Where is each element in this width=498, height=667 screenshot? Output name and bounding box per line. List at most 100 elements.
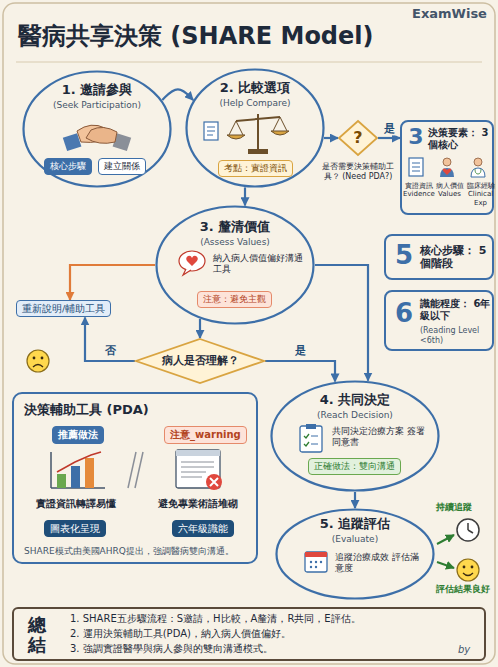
sad-face-icon <box>27 350 49 372</box>
document-icon <box>204 122 218 140</box>
tag-box: 核心步驟 <box>44 158 92 175</box>
tag-box: 注意：避免主觀 <box>197 291 272 308</box>
chart-icon <box>57 452 101 472</box>
node-text: 建立關係 <box>104 161 140 172</box>
calendar-icon <box>310 566 312 568</box>
node-text: 識能程度： 6年級以下 <box>420 298 492 322</box>
node-text: 臨床經驗 Clinical Exp <box>465 182 496 207</box>
warning-document-icon <box>181 472 206 473</box>
warning-document-icon <box>181 462 214 463</box>
node-text: (Reading Level <6th) <box>420 326 492 345</box>
chart-icon <box>85 458 94 488</box>
clipboard-icon <box>304 442 309 446</box>
node-text: 六年級識能 <box>178 523 228 534</box>
sad-face-icon <box>27 350 49 372</box>
node-text: 病人是否理解？ <box>135 354 265 367</box>
flow-arrow <box>199 319 201 338</box>
flow-arrow <box>354 492 356 508</box>
handshake-icon <box>86 127 117 143</box>
clinician-icon <box>471 158 485 177</box>
chart-icon <box>57 474 66 488</box>
scale-icon <box>227 135 245 139</box>
speech-heart-icon <box>179 251 205 271</box>
document-icon <box>207 127 215 128</box>
clock-icon <box>457 519 479 541</box>
tag-box: 圖表化呈現 <box>44 520 106 537</box>
clipboard-icon <box>300 424 322 452</box>
clipboard-icon <box>300 426 322 452</box>
smiley-icon <box>457 559 479 581</box>
node-text: 1. 邀請參與 <box>22 82 172 98</box>
flow-arrow <box>70 265 155 300</box>
node-text: 追蹤治療成效 評估滿意度 <box>335 552 427 574</box>
values-icon <box>443 158 451 166</box>
scale-icon <box>229 121 236 135</box>
node-text: SHARE模式由美國AHRQ提出，強調醫病雙向溝通。 <box>24 546 250 557</box>
edge-label: 是 <box>382 122 397 135</box>
evidence-icon <box>409 158 423 176</box>
values-icon <box>440 158 454 177</box>
values-icon <box>440 168 454 177</box>
step-circle: 1. 邀請參與 (Seek Participation) 核心步驟 建立關係 <box>22 70 172 188</box>
node-text: 重新說明/輔助工具 <box>22 303 105 314</box>
node-text: 實證資訊轉譯易懂 <box>18 498 134 509</box>
tag-box: 建立關係 <box>98 158 146 175</box>
step-circle: 3. 釐清價值(Assess Values)納入病人價值偏好溝通工具注意：避免主… <box>155 205 315 325</box>
calendar-icon <box>320 561 322 563</box>
scale-icon <box>236 117 280 121</box>
flow-arrow <box>244 187 246 205</box>
clinician-icon <box>475 169 481 174</box>
divider-mark <box>135 452 143 488</box>
clipboard-icon <box>311 436 318 437</box>
smiley-icon <box>463 566 466 569</box>
evidence-icon <box>412 167 420 168</box>
scale-icon <box>271 131 289 135</box>
node-text: 考點：實證資訊 <box>224 163 287 174</box>
decision-diamond: 病人是否理解？ <box>135 338 265 384</box>
warning-document-icon <box>176 450 220 488</box>
tag-box: 推薦做法 <box>52 426 104 444</box>
flow-arrow <box>324 137 338 139</box>
node-text: 2. 比較選項 <box>185 80 325 96</box>
info-box: 5核心步驟： 5個階段 <box>384 234 494 280</box>
node-text: (Evaluate) <box>275 534 435 545</box>
note-label: 持續追蹤 <box>436 502 472 513</box>
edge-label: 否 <box>103 344 118 357</box>
speech-heart-icon <box>183 269 191 275</box>
smiley-icon <box>457 559 479 581</box>
sad-face-icon <box>33 365 43 368</box>
node-text: 共同決定治療方案 簽署同意書 <box>332 426 428 448</box>
node-text: 3 <box>404 124 428 150</box>
follow-up-arrows <box>437 535 454 568</box>
node-text: 決策輔助工具 (PDA) <box>24 402 250 418</box>
flow-arrow <box>85 317 135 361</box>
node-text: ? <box>338 128 378 147</box>
warning-document-icon <box>181 467 214 468</box>
clinician-icon <box>471 168 485 177</box>
follow-up-arrows <box>437 535 454 544</box>
edge-label: 是 <box>293 344 308 357</box>
follow-up-arrows <box>437 562 454 568</box>
clinician-icon <box>474 158 482 166</box>
node-text: 避免專業術語堆砌 <box>140 498 256 509</box>
title-rule <box>16 62 482 63</box>
tag-box: 重新說明/輔助工具 <box>16 300 111 317</box>
calendar-icon <box>305 552 327 572</box>
node-text: (Seek Participation) <box>22 100 172 111</box>
document-icon <box>207 131 215 132</box>
node-text: 決策要素： 3個核心 <box>428 127 494 151</box>
tag-box: 注意_warning <box>164 426 247 444</box>
document-icon <box>204 122 218 140</box>
note-label: 評估結果良好 <box>436 584 490 595</box>
scale-icon <box>236 121 243 135</box>
note-label: ExamWise <box>412 6 487 22</box>
scale-icon <box>273 117 280 131</box>
sad-face-icon <box>33 357 36 360</box>
values-icon <box>443 169 452 176</box>
clipboard-icon <box>306 424 316 429</box>
warning-document-icon <box>181 477 202 478</box>
clipboard-icon <box>311 444 318 445</box>
info-box: 總結1. SHARE五步驟流程：S邀請，H比較，A釐清，R共同，E評估。2. 運… <box>12 607 486 661</box>
diamond-outline <box>339 121 377 155</box>
